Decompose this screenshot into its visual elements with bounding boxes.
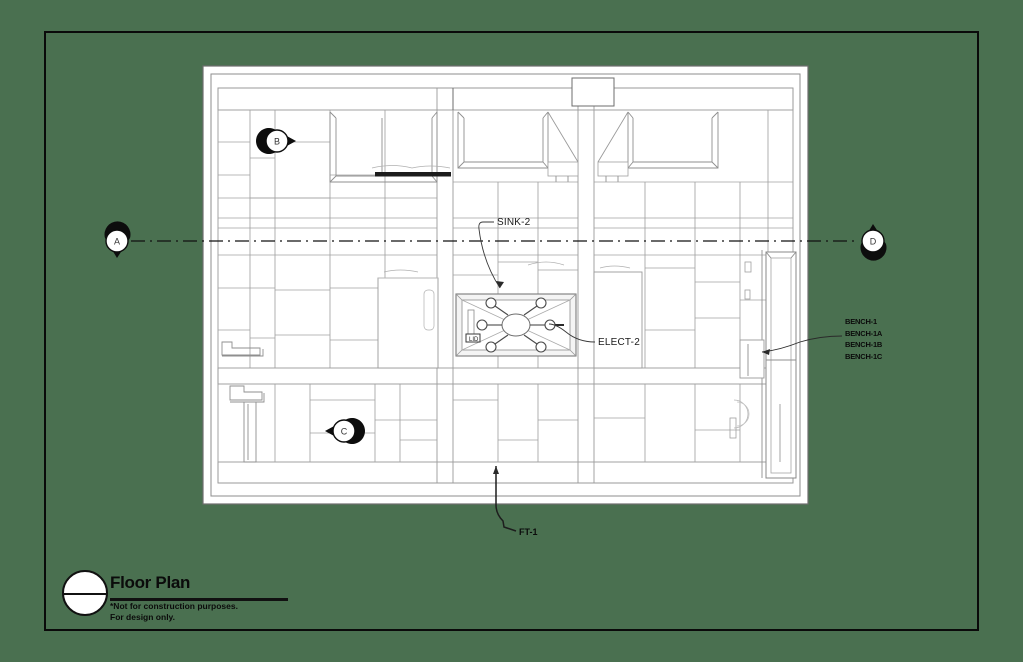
leader-ft-1 xyxy=(493,466,517,532)
leader-sink-2 xyxy=(478,221,504,289)
grid-bubble-b-label: B xyxy=(274,137,280,147)
canopy-wing-left xyxy=(457,111,579,182)
title-block-note: *Not for construction purposes. For desi… xyxy=(110,601,238,623)
title-underline xyxy=(110,598,288,601)
sink-2-label: SINK-2 xyxy=(497,217,531,228)
upper-left-counter xyxy=(329,111,451,183)
plan-contents: LID xyxy=(217,77,797,484)
canopy-wing-right xyxy=(597,111,719,182)
left-casework-angled xyxy=(221,341,265,463)
elect-2-label: ELECT-2 xyxy=(598,337,640,348)
ft-1-label: FT-1 xyxy=(519,527,538,537)
grid-bubble-a[interactable]: A xyxy=(104,221,131,258)
right-bench-group xyxy=(739,250,797,479)
leader-bench xyxy=(761,335,843,355)
title-block: Floor Plan *Not for construction purpose… xyxy=(62,567,362,627)
leader-elect-2 xyxy=(548,323,596,343)
right-fixtures xyxy=(729,261,752,439)
scale-circle-icon xyxy=(62,570,108,616)
center-right-appliance xyxy=(527,261,643,369)
bench-label-4: BENCH-1C xyxy=(845,351,883,361)
grid-bubble-d-label: D xyxy=(870,237,877,247)
note-line-2: For design only. xyxy=(110,612,176,622)
svg-text:LID: LID xyxy=(469,337,479,343)
plan-title: Floor Plan xyxy=(110,573,191,592)
bench-label-2: BENCH-1A xyxy=(845,328,883,338)
grid-bubble-c[interactable]: C xyxy=(325,418,366,445)
bench-label-1: BENCH-1 xyxy=(845,317,877,326)
center-left-appliance xyxy=(377,269,439,369)
grid-bubble-d[interactable]: D xyxy=(860,224,887,261)
central-island: LID xyxy=(455,293,577,357)
sheet-border-frame xyxy=(44,31,979,631)
note-line-1: *Not for construction purposes. xyxy=(110,601,238,611)
grid-bubble-b[interactable]: B xyxy=(255,127,296,155)
grid-bubble-a-label: A xyxy=(114,237,120,247)
center-top-vestibule xyxy=(452,77,615,110)
right-zone-shelving xyxy=(594,109,793,463)
left-zone-shelving xyxy=(218,109,437,368)
plan-paper xyxy=(202,65,809,505)
bench-label-3: BENCH-1B xyxy=(845,340,883,349)
bench-label-group: BENCH-1 BENCH-1A BENCH-1B BENCH-1C xyxy=(845,316,882,362)
grid-bubble-c-label: C xyxy=(341,427,348,437)
